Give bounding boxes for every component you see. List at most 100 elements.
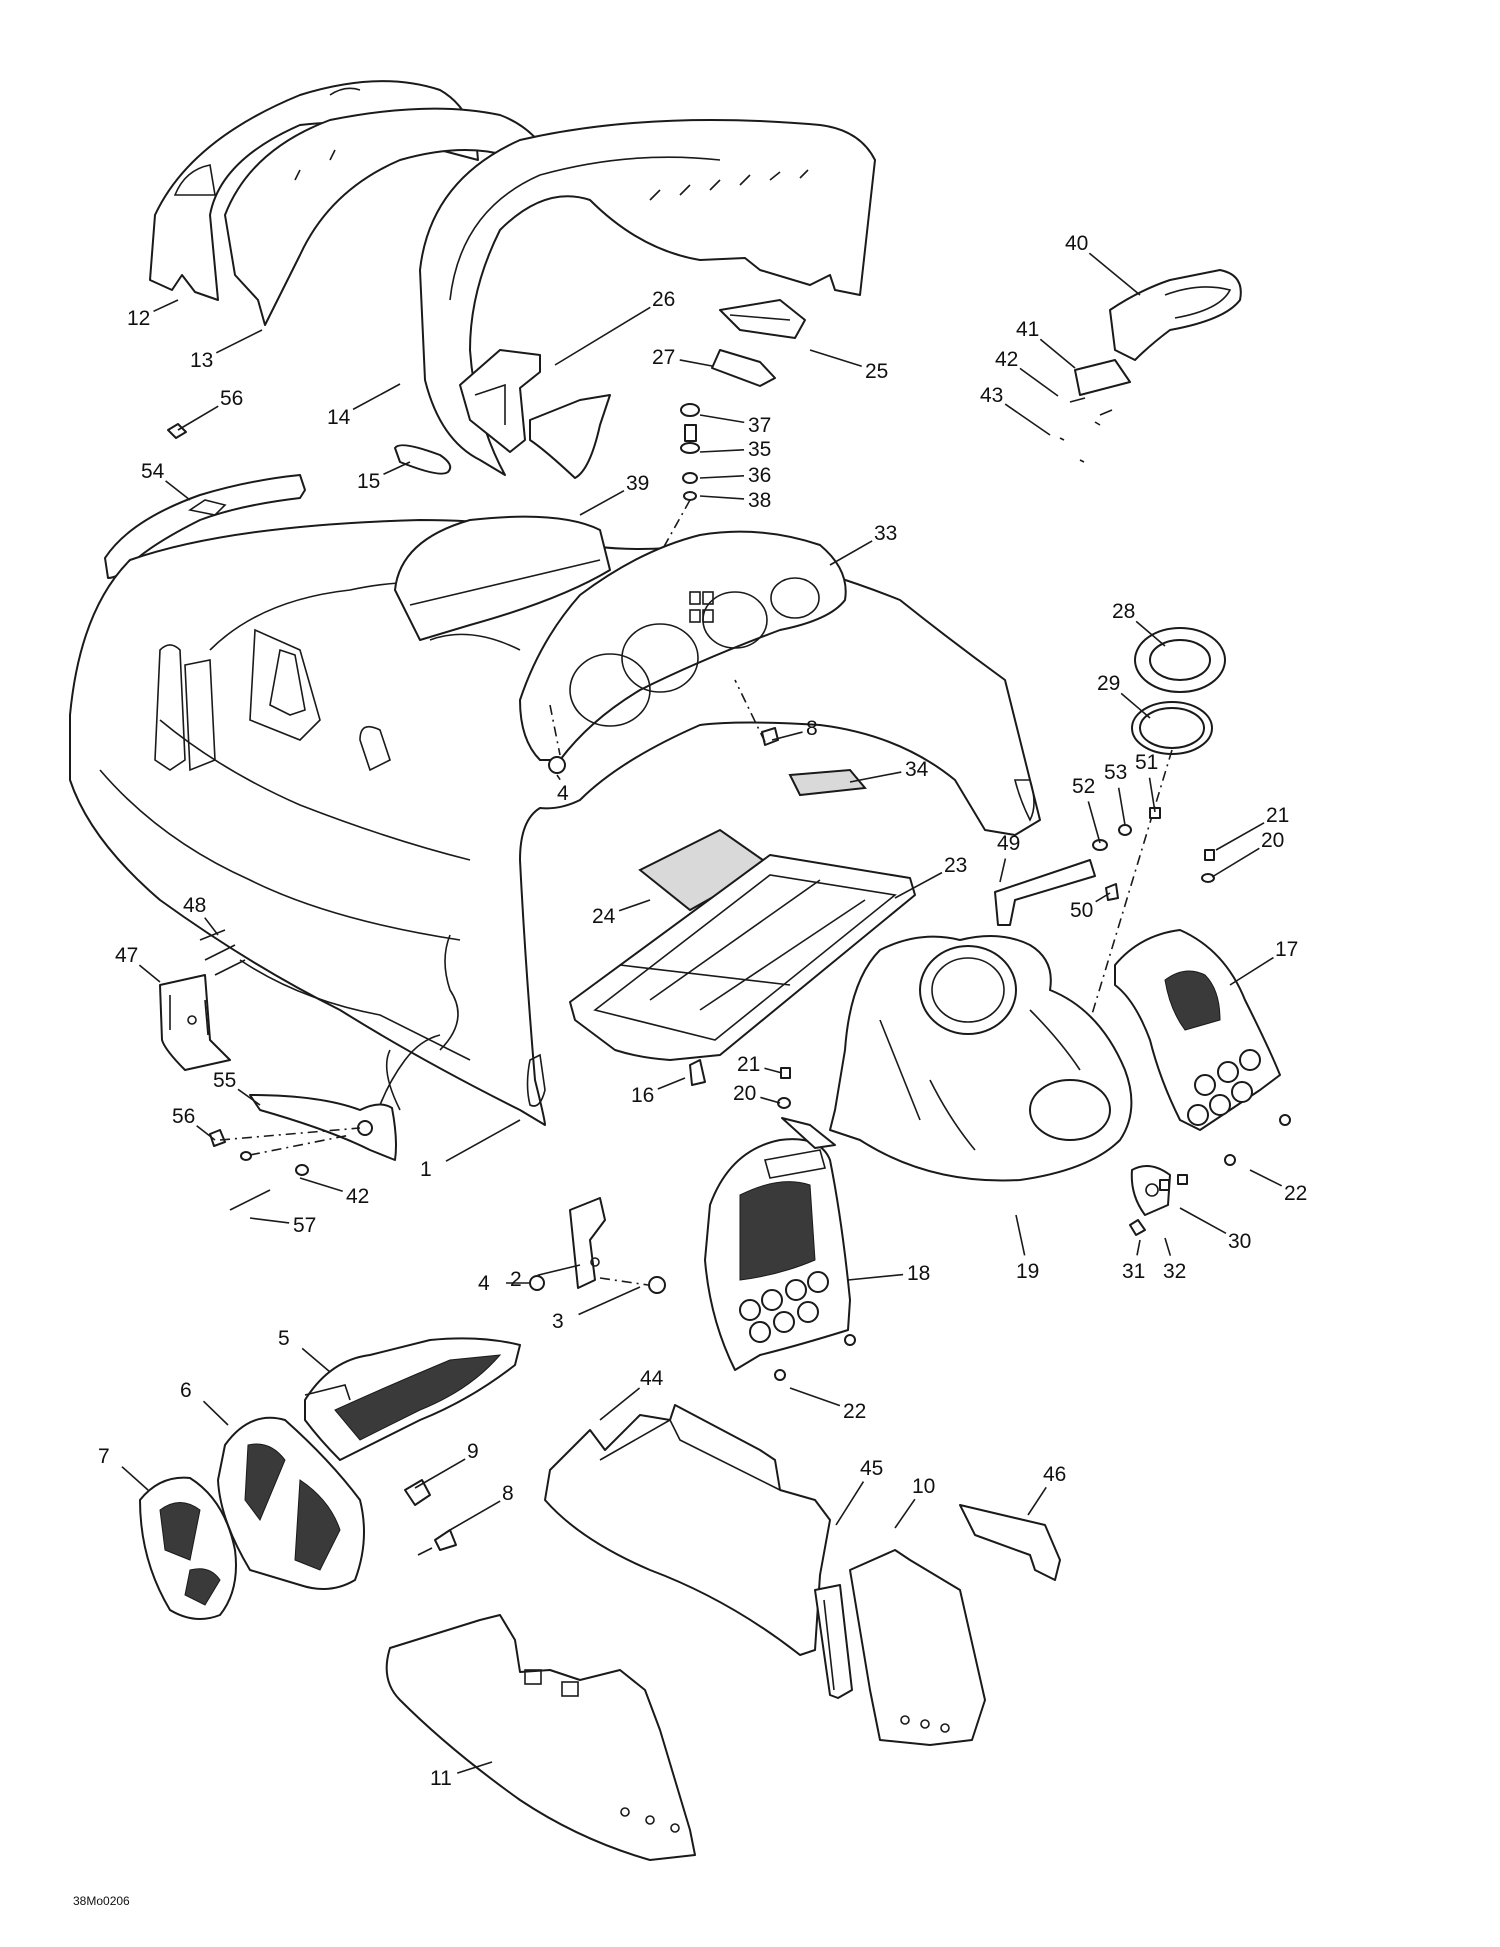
leader-line-c41	[1039, 338, 1076, 369]
part-10-panel	[849, 1549, 986, 1746]
part-31-32-fasteners	[1129, 1174, 1188, 1236]
leader-line-c18	[847, 1273, 904, 1281]
leader-line-c21b	[764, 1067, 783, 1074]
callout-c30: 30	[1228, 1230, 1251, 1253]
leader-line-c35	[699, 449, 745, 453]
part-6-grille	[217, 1416, 365, 1590]
callout-c33: 33	[874, 522, 897, 545]
callout-c12: 12	[127, 307, 150, 330]
part-48-screws	[199, 929, 246, 976]
leader-line-c30	[1179, 1207, 1227, 1234]
part-3-grommet	[599, 1276, 666, 1294]
leader-line-c1	[445, 1119, 521, 1162]
part-4-grommet-b	[529, 1275, 545, 1291]
part-8-screw-a	[734, 679, 779, 746]
part-2-bracket	[569, 1197, 606, 1289]
callout-c20a: 20	[1261, 829, 1284, 852]
leader-line-c17	[1229, 956, 1274, 986]
part-30-bracket	[1130, 1165, 1171, 1216]
part-46-strip	[959, 1504, 1061, 1581]
leader-line-c45	[835, 1481, 865, 1526]
part-27-deflector	[529, 349, 776, 479]
callout-c22b: 22	[843, 1400, 866, 1423]
callout-c8b: 8	[502, 1482, 514, 1505]
callout-c55: 55	[213, 1069, 236, 1092]
part-43-screws	[1059, 421, 1101, 463]
leader-line-c3	[578, 1286, 641, 1316]
leader-line-c14	[352, 383, 401, 411]
callout-c17: 17	[1275, 938, 1298, 961]
part-11-insulation	[385, 1614, 696, 1861]
callout-c1: 1	[420, 1158, 432, 1181]
callout-c27: 27	[652, 346, 675, 369]
leader-line-c38	[699, 495, 745, 500]
callout-c31: 31	[1122, 1260, 1145, 1283]
callout-c23: 23	[944, 854, 967, 877]
callout-c46: 46	[1043, 1463, 1066, 1486]
part-21-20-hardware-a	[1201, 849, 1215, 883]
leader-line-c53	[1117, 787, 1126, 826]
part-41-mirror-base	[1069, 359, 1131, 416]
callout-c51: 51	[1135, 751, 1158, 774]
leader-line-c43	[1004, 403, 1051, 436]
callout-c18: 18	[907, 1262, 930, 1285]
part-45-strip	[814, 1584, 853, 1699]
callout-c15: 15	[357, 470, 380, 493]
callout-c21b: 21	[737, 1053, 760, 1076]
callout-c52: 52	[1072, 775, 1095, 798]
leader-line-c44	[599, 1387, 641, 1421]
callout-c2: 2	[510, 1268, 522, 1291]
callout-c49: 49	[997, 832, 1020, 855]
part-39-cover	[394, 515, 611, 641]
callout-c56a: 56	[220, 387, 243, 410]
part-28-ring	[1134, 627, 1226, 693]
callout-c56b: 56	[172, 1105, 195, 1128]
leader-line-c51	[1148, 777, 1156, 813]
part-17-right-vent	[1114, 929, 1281, 1131]
leader-line-c26	[554, 306, 651, 366]
leader-line-c2	[537, 1264, 581, 1277]
callout-c39: 39	[626, 472, 649, 495]
callout-c7: 7	[98, 1445, 110, 1468]
part-19-shroud	[829, 935, 1133, 1182]
leader-line-c46	[1027, 1486, 1047, 1516]
leader-line-c37	[699, 414, 745, 424]
callout-c35: 35	[748, 438, 771, 461]
leader-line-c42a	[1019, 367, 1059, 397]
leader-line-c12	[153, 299, 179, 313]
part-29-ring	[1059, 701, 1213, 1121]
callout-c42b: 42	[346, 1185, 369, 1208]
part-37-35-36-38-fasteners	[621, 403, 700, 623]
leader-line-c5	[301, 1347, 331, 1373]
callout-c16: 16	[631, 1084, 654, 1107]
callout-c37: 37	[748, 414, 771, 437]
callout-c43: 43	[980, 384, 1003, 407]
leader-line-c10	[894, 1498, 916, 1529]
part-15-handle	[394, 444, 452, 475]
leader-line-c54	[165, 480, 191, 501]
leader-line-c20b	[760, 1096, 781, 1104]
leader-line-c39	[579, 490, 625, 516]
leader-line-c7	[121, 1466, 149, 1491]
leader-line-c16	[657, 1077, 686, 1090]
callout-c21a: 21	[1266, 804, 1289, 827]
part-5-vent-cover	[304, 1337, 521, 1461]
callout-c24: 24	[592, 905, 616, 928]
callout-c45: 45	[860, 1457, 883, 1480]
part-44-insulation	[544, 1404, 831, 1656]
leader-line-c52	[1087, 801, 1101, 844]
callout-c4b: 4	[478, 1272, 490, 1295]
callout-c34: 34	[905, 758, 929, 781]
leader-line-c8b	[449, 1500, 501, 1531]
part-40-mirror	[1109, 269, 1242, 361]
callout-c13: 13	[190, 349, 213, 372]
part-20-21-hardware-b	[777, 1067, 836, 1149]
callout-c41: 41	[1016, 318, 1039, 341]
leader-line-c49	[999, 858, 1007, 883]
callout-c14: 14	[327, 406, 351, 429]
callout-c9: 9	[467, 1440, 479, 1463]
part-47-plate	[159, 974, 231, 1071]
leader-line-c22b	[789, 1387, 841, 1407]
part-22-clips-a	[1224, 1114, 1291, 1166]
